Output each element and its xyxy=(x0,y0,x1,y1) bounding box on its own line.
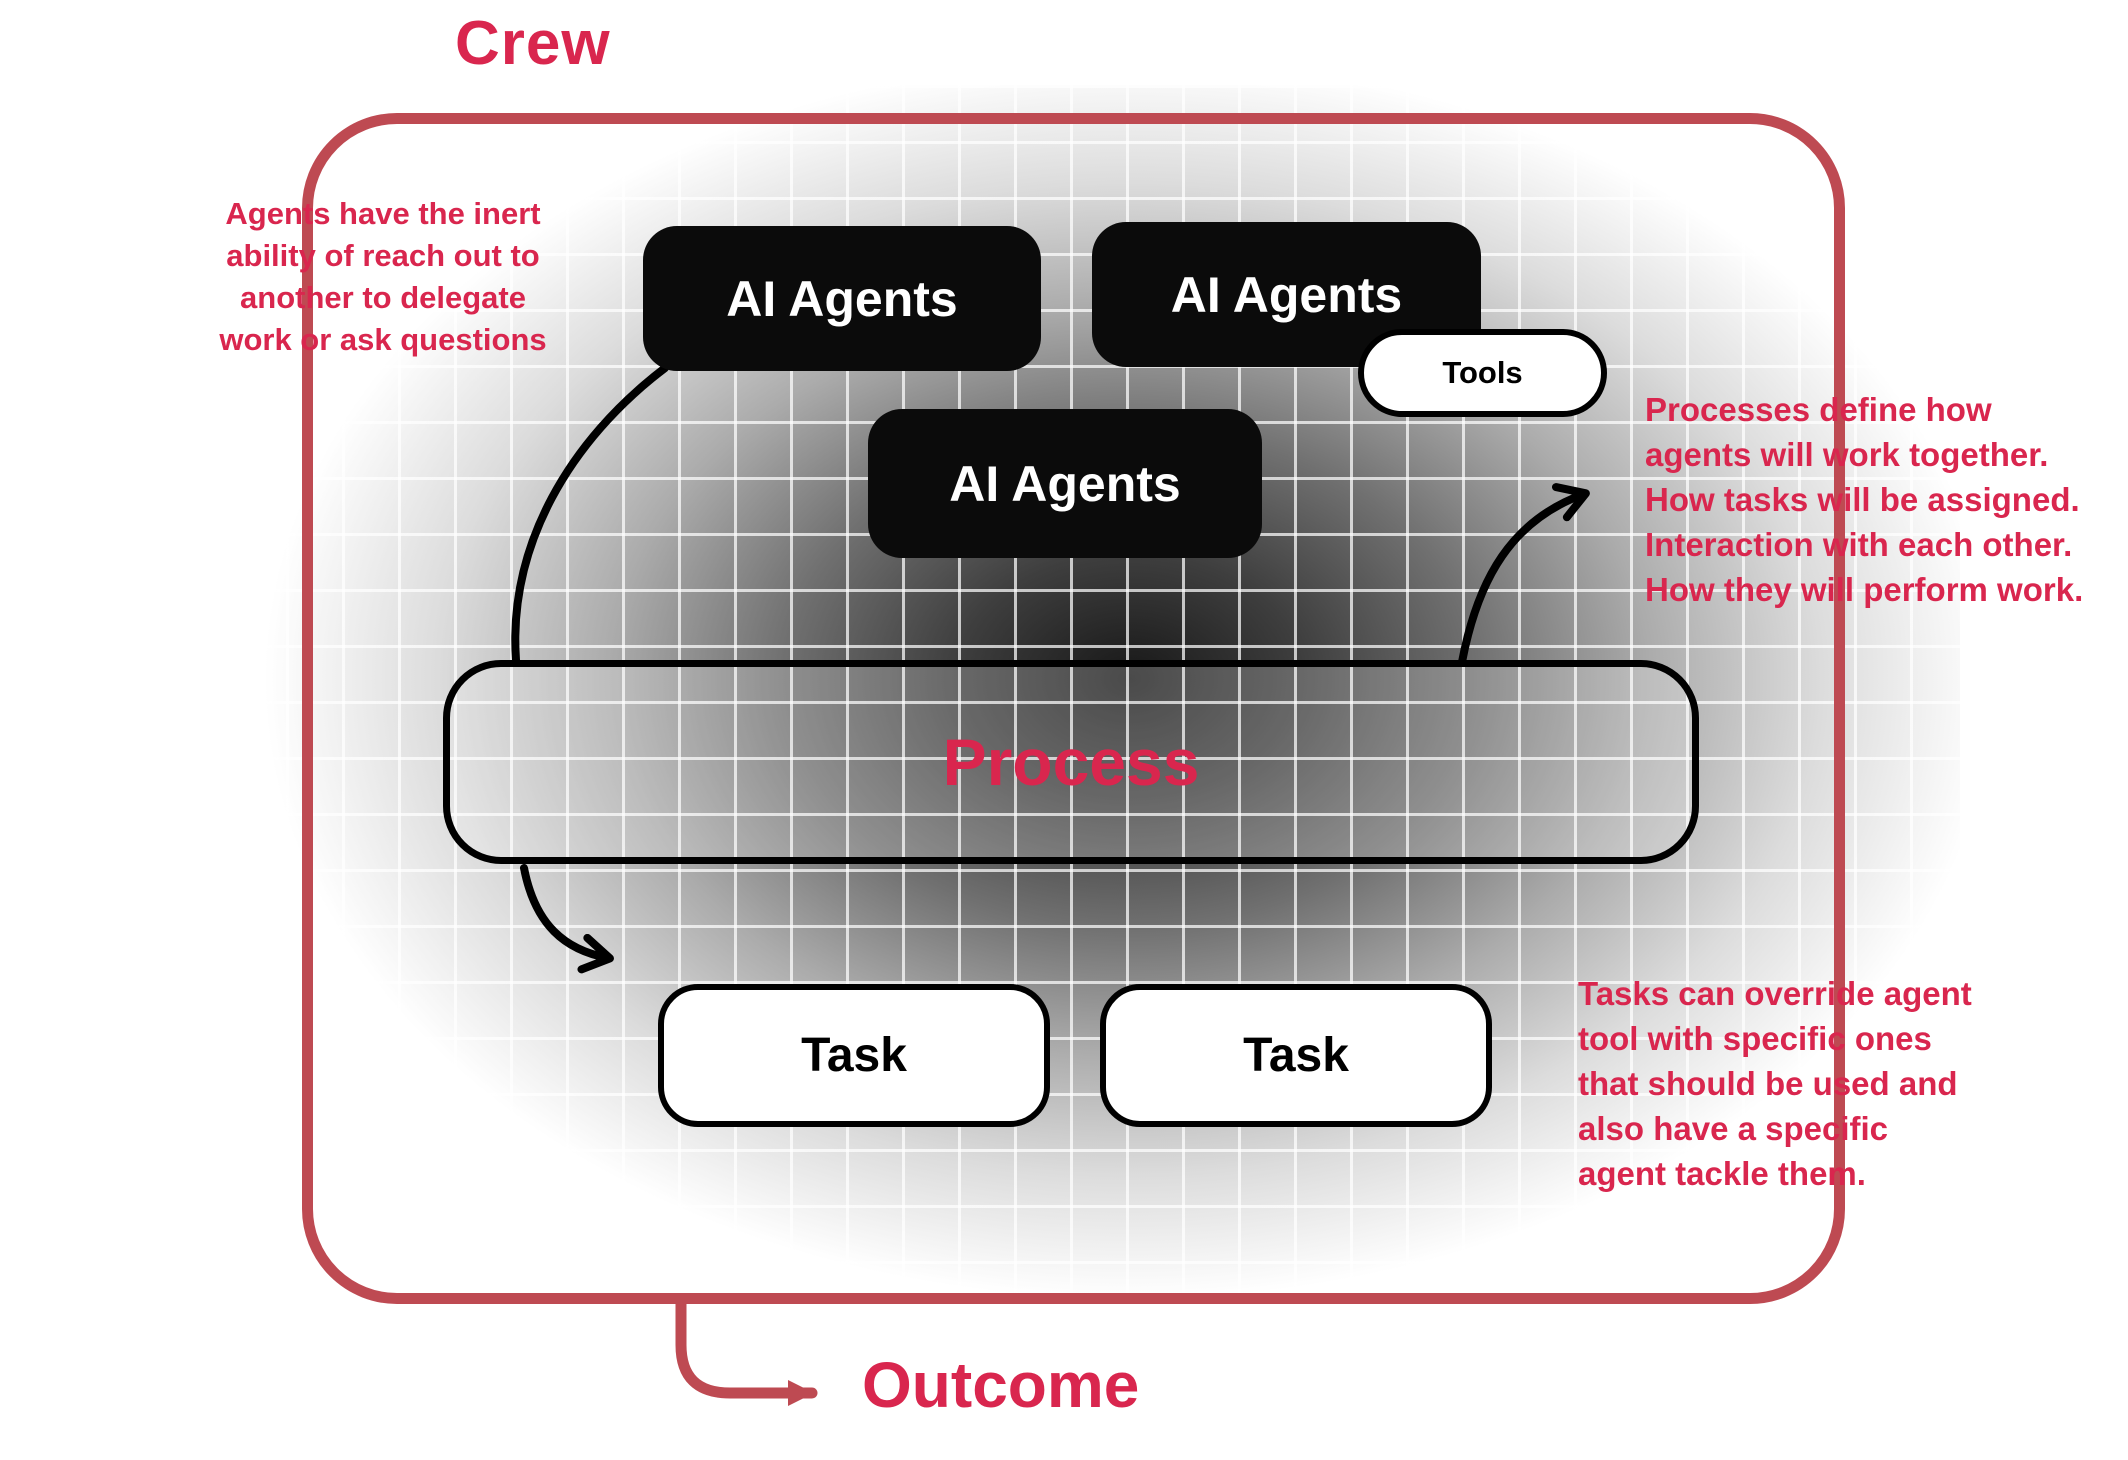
ai-agents-label-3: AI Agents xyxy=(949,455,1181,512)
process-label: Process xyxy=(942,725,1200,799)
tools-label: Tools xyxy=(1442,355,1523,390)
annotation-delegation: Agents have the inert ability of reach o… xyxy=(219,196,547,358)
annotation-tasks: Tasks can override agent tool with speci… xyxy=(1578,975,1972,1192)
ai-agents-box-3: AI Agents xyxy=(868,409,1262,558)
crew-boundary-frame xyxy=(302,113,1845,1304)
outcome-label: Outcome xyxy=(862,1349,1140,1421)
task-box-2: Task xyxy=(1100,984,1492,1127)
annotation-process: Processes define how agents will work to… xyxy=(1645,391,2084,608)
process-bar: Process xyxy=(443,660,1699,864)
task-label-2: Task xyxy=(1243,1029,1349,1082)
ai-agents-label-1: AI Agents xyxy=(726,270,958,327)
ai-agents-label-2: AI Agents xyxy=(1170,266,1403,323)
task-box-1: Task xyxy=(658,984,1050,1127)
ai-agents-box-1: AI Agents xyxy=(643,226,1041,371)
tools-box: Tools xyxy=(1358,329,1607,417)
task-label-1: Task xyxy=(801,1029,907,1082)
crew-title: Crew xyxy=(455,9,611,78)
